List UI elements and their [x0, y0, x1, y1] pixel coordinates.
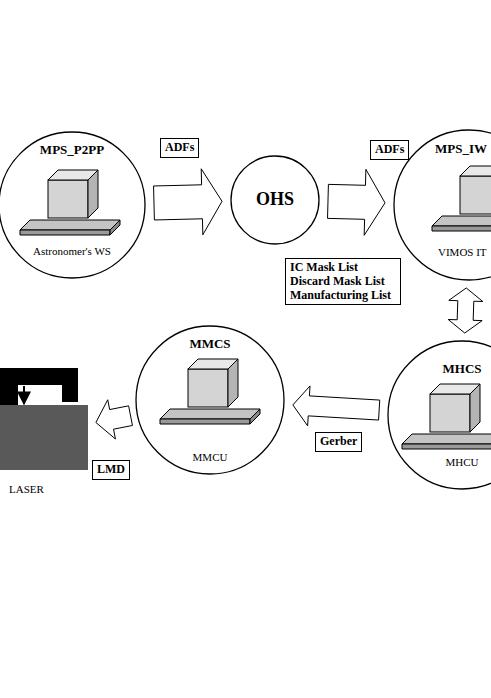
node-title: MMCS	[150, 337, 270, 352]
server-circle: OHS	[230, 155, 320, 245]
block-arrow	[328, 169, 385, 235]
node-title: MPS_P2PP	[12, 143, 132, 158]
block-arrow	[293, 386, 380, 426]
edge-label: LMD	[97, 462, 125, 476]
edge-label: ADFs	[165, 140, 194, 154]
workstation-icon	[432, 166, 491, 231]
node-caption: MMCU	[150, 451, 270, 464]
workstation-circle: MMCS MMCU	[135, 325, 285, 475]
edge-label: Gerber	[320, 434, 357, 448]
node-circle	[136, 326, 284, 474]
edge-label-box: ADFs	[160, 138, 199, 158]
laser-head	[0, 368, 78, 405]
block-arrow	[448, 288, 483, 333]
node-title: OHS	[230, 189, 320, 210]
laser-machine: LASER	[0, 365, 90, 500]
node-title: MHCS	[402, 362, 491, 377]
block-arrow	[96, 400, 133, 439]
laser-beam-arrow	[23, 386, 25, 404]
workstation-circle: MHCS MHCU	[387, 340, 491, 490]
edge-label: ADFs	[375, 142, 404, 156]
node-caption: VIMOS IT	[438, 246, 491, 259]
workstation-icon	[20, 170, 120, 235]
node-caption: MHCU	[402, 456, 491, 469]
workstation-circle: MPS_P2PP Astronomer's WS	[0, 131, 146, 279]
edge-label-box: Gerber	[315, 432, 362, 452]
node-circle	[0, 132, 145, 278]
edge-label-box: ADFs	[370, 140, 409, 160]
node-circle	[231, 156, 319, 244]
workstation-icon	[402, 384, 491, 449]
laser-table	[0, 405, 88, 470]
block-arrow	[154, 169, 222, 235]
node-circle	[388, 341, 491, 489]
node-caption: Astronomer's WS	[12, 245, 132, 258]
edge-label: IC Mask List Discard Mask List Manufactu…	[290, 260, 391, 302]
edge-label-box: IC Mask List Discard Mask List Manufactu…	[285, 258, 401, 305]
node-title: MPS_IW	[435, 142, 491, 157]
workstation-icon	[160, 359, 260, 424]
edge-label-box: LMD	[92, 460, 130, 480]
node-caption: LASER	[9, 483, 69, 496]
